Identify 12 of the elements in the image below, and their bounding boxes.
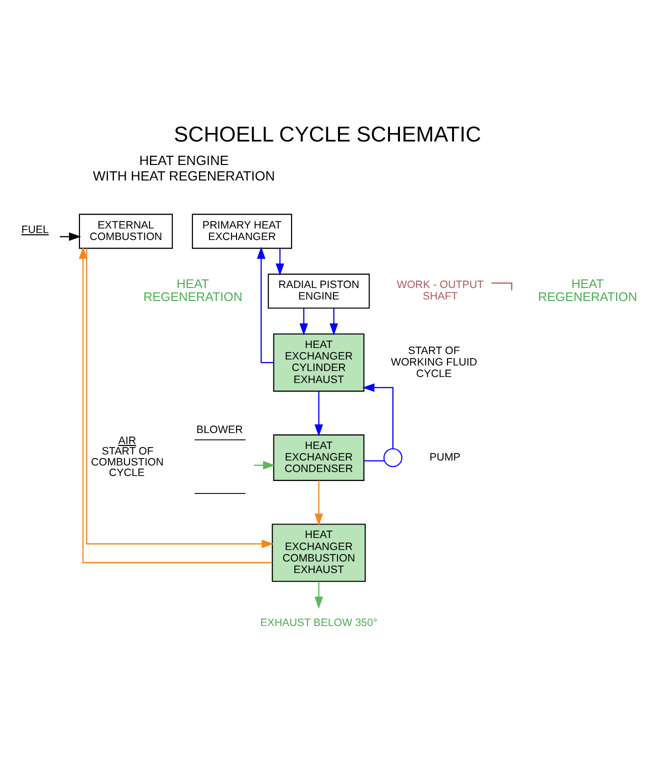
node-label: AIR <box>118 434 136 446</box>
node-label: START OF COMBUSTION CYCLE <box>91 445 164 479</box>
node-text: EXHAUST BELOW 350° <box>260 616 378 629</box>
label: START OF WORKING FLUID CYCLE <box>390 344 478 380</box>
diagram-title: SCHOELL CYCLE SCHEMATIC <box>174 122 482 146</box>
node-text: BLOWER <box>196 424 243 436</box>
node-label: PUMP <box>430 450 460 463</box>
label: HEAT REGENERATION <box>538 276 638 304</box>
node-text: WORK - OUTPUT SHAFT <box>396 278 484 302</box>
label: HEAT REGENERATION <box>143 276 242 304</box>
label: HEAT ENGINE WITH HEAT REGENERATION <box>92 152 275 183</box>
node-text: FUEL <box>21 224 49 236</box>
